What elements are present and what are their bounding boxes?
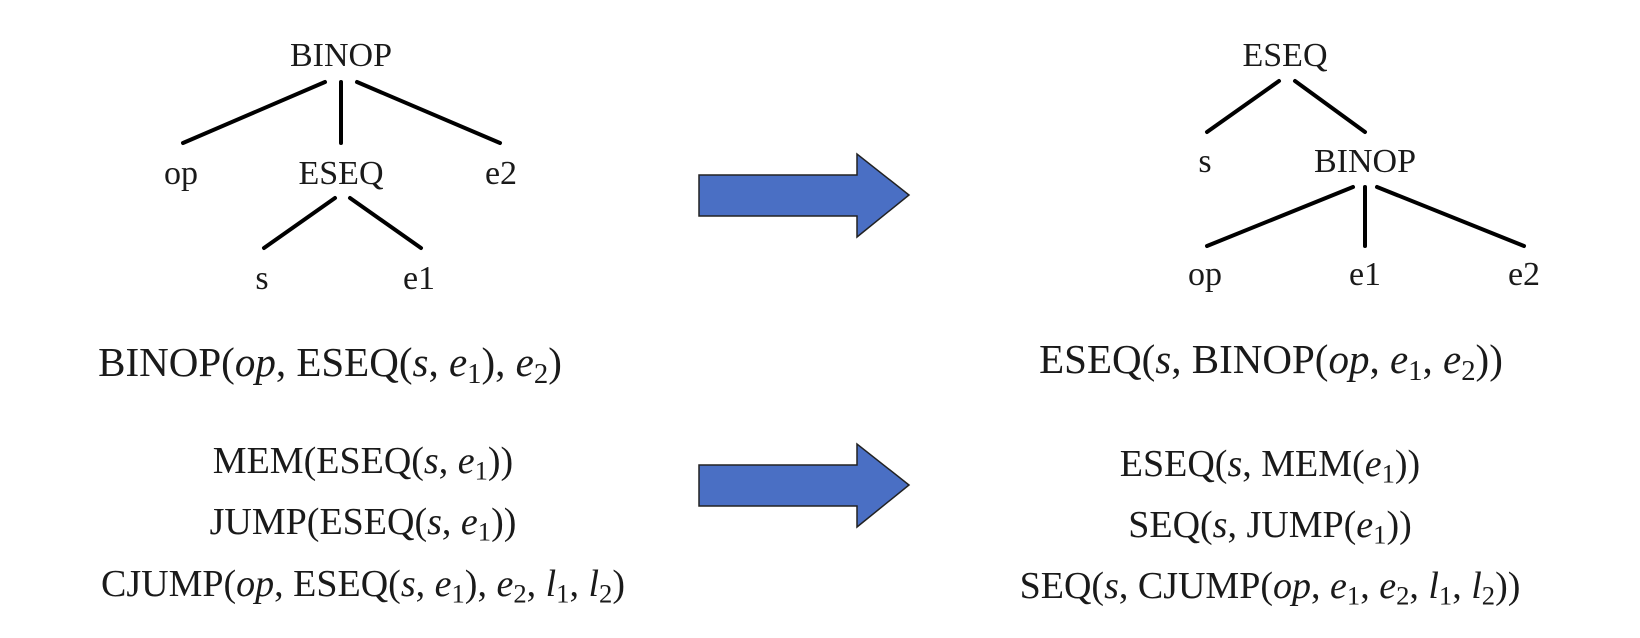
right-tree-e2: e2 <box>1508 256 1540 293</box>
edge-eseq-e1 <box>348 196 423 250</box>
right-tree-e1: e1 <box>1349 256 1381 293</box>
formula-top-left: BINOP(op, ESEQ(s, e1), e2) <box>98 339 562 391</box>
edge-binop-e2-right <box>1375 185 1526 248</box>
left-tree-e2: e2 <box>485 155 517 192</box>
arrow-right-icon <box>698 442 911 529</box>
edge-binop-op <box>181 80 327 145</box>
left-tree-eseq: ESEQ <box>299 155 384 192</box>
left-tree-edges <box>181 80 502 250</box>
edge-binop-op-right <box>1205 185 1355 248</box>
edge-eseq-s-right <box>1205 79 1281 134</box>
formula-bottom-left-2: JUMP(ESEQ(s, e1)) <box>209 501 517 547</box>
formula-top-right: ESEQ(s, BINOP(op, e1, e2)) <box>1039 336 1503 388</box>
formula-bottom-right-2: SEQ(s, JUMP(e1)) <box>1128 504 1412 550</box>
right-tree-op: op <box>1188 256 1222 293</box>
arrow-right-icon <box>698 152 911 239</box>
right-tree-root: ESEQ <box>1243 37 1328 74</box>
formula-bottom-right-1: ESEQ(s, MEM(e1)) <box>1119 443 1421 489</box>
left-tree-e1: e1 <box>403 260 435 297</box>
formula-bottom-right-3: SEQ(s, CJUMP(op, e1, e2, l1, l2)) <box>1019 565 1521 611</box>
right-tree-edges <box>1205 79 1526 248</box>
edge-eseq-binop <box>1293 79 1367 134</box>
right-tree-binop: BINOP <box>1314 143 1416 180</box>
formula-bottom-left-3: CJUMP(op, ESEQ(s, e1), e2, l1, l2) <box>101 563 625 609</box>
left-tree-root: BINOP <box>290 37 392 74</box>
left-tree-s: s <box>255 260 268 297</box>
edge-binop-e2 <box>355 80 502 145</box>
formula-bottom-left-1: MEM(ESEQ(s, e1)) <box>212 440 514 486</box>
edge-eseq-s <box>262 196 337 250</box>
right-tree-s: s <box>1198 143 1211 180</box>
left-tree-op: op <box>164 155 198 192</box>
